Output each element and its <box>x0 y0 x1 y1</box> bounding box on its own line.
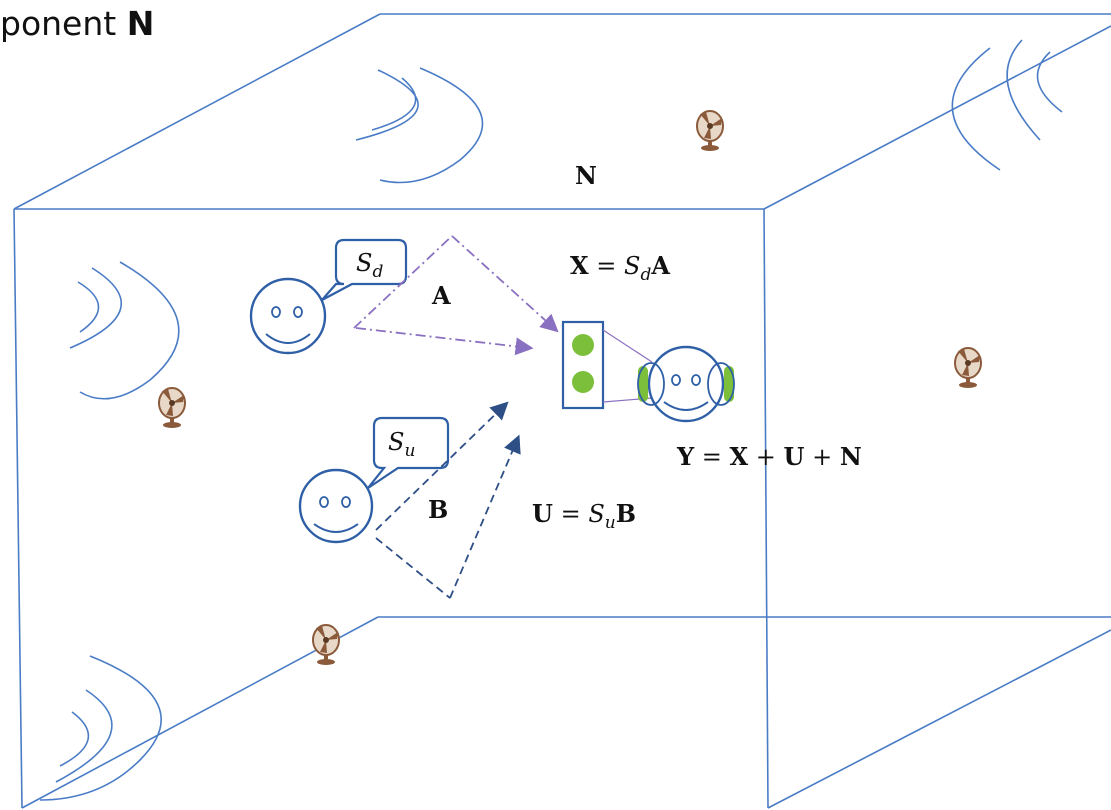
equation-x: X = SdA <box>570 251 670 285</box>
right-hearing-aid-icon <box>707 362 735 406</box>
room-floor-right-edge <box>767 629 1111 809</box>
noise-label: N <box>575 161 597 190</box>
desired-bubble-label: Sd <box>356 249 383 282</box>
desired-path-label: A <box>431 281 451 310</box>
sound-waves-top <box>355 67 484 184</box>
interfering-speaker-face-icon <box>298 468 374 544</box>
desired-speech-bubble <box>321 238 408 301</box>
sound-waves-top-right <box>951 39 1063 171</box>
reverberation-arcs <box>39 39 1063 801</box>
microphone-array <box>561 320 653 410</box>
interfering-speaker: Su <box>298 416 450 544</box>
desired-propagation-path <box>353 235 559 356</box>
room-front-left-edge <box>13 208 23 809</box>
equation-u: U = SuB <box>532 499 636 533</box>
fan-noise-source-icon <box>158 387 186 429</box>
sound-waves-bottom-left <box>39 655 162 801</box>
room-top-right-edge <box>763 25 1111 210</box>
fan-noise-source-icon <box>696 110 724 152</box>
slide-title-fragment: ponent N <box>0 2 154 46</box>
room-front-right-edge <box>763 208 769 809</box>
equation-y: Y = X + U + N <box>676 442 862 471</box>
title-symbol: N <box>126 4 155 43</box>
desired-speaker-face-icon <box>249 277 327 355</box>
sound-waves-left <box>69 261 180 400</box>
listener <box>637 345 735 423</box>
microphone-array-box <box>561 320 605 410</box>
title-prefix: ponent <box>0 4 127 43</box>
left-hearing-aid-icon <box>637 362 665 406</box>
interfering-bubble-label: Su <box>388 428 415 461</box>
room-top-left-edge <box>13 13 381 210</box>
listener-face-icon <box>647 345 725 423</box>
interference-path-label: B <box>428 495 448 524</box>
fan-noise-source-icon <box>954 347 982 389</box>
desired-speaker: Sd <box>249 238 408 355</box>
interfering-speech-bubble <box>367 416 450 489</box>
microphone-icon <box>572 334 594 356</box>
fan-noise-source-icon <box>312 624 340 666</box>
interference-propagation-path <box>375 401 521 599</box>
microphone-icon <box>572 371 594 393</box>
